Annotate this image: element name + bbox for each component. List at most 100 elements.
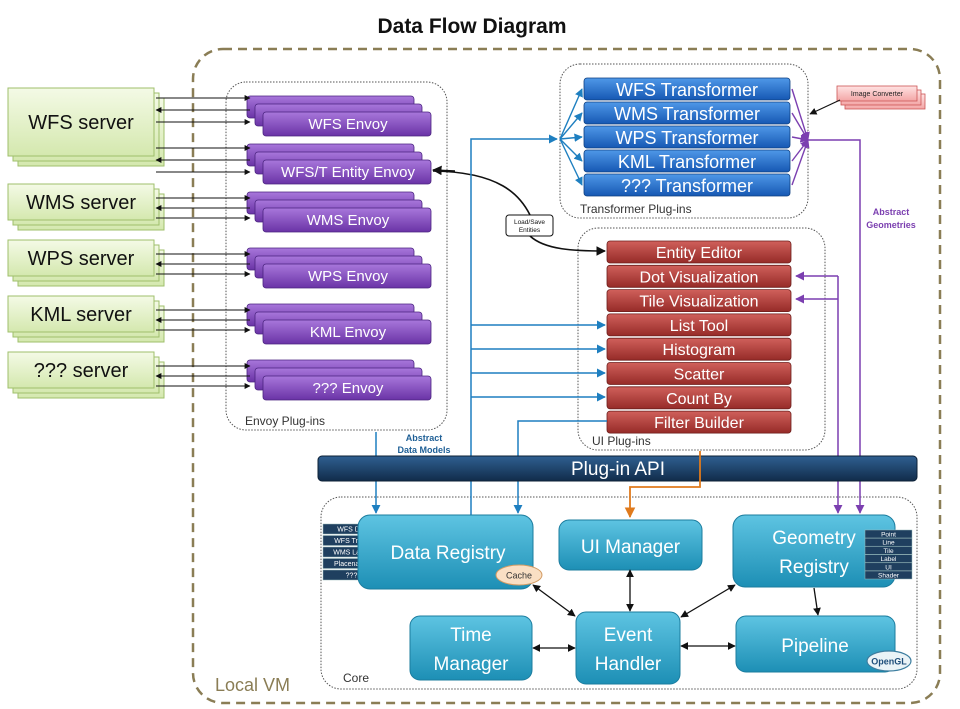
plugin-api-bar: Plug-in API: [317, 455, 918, 482]
local-vm-label: Local VM: [215, 675, 290, 695]
event-handler-box[interactable]: Event Handler: [575, 611, 681, 685]
geometry-registry-item-label: Line: [882, 540, 895, 547]
pipeline-box[interactable]: Pipeline OpenGL: [735, 615, 912, 673]
server-4[interactable]: ??? server: [7, 351, 165, 399]
geometry-registry-item-label: Label: [881, 556, 897, 563]
data-registry-item-label: WFS Track: [334, 538, 369, 545]
ui-tool-6[interactable]: Count By: [606, 386, 792, 410]
cache-badge: [495, 564, 543, 586]
envoy-label: WMS Envoy: [307, 212, 390, 229]
event-handler-label-2: Handler: [595, 654, 662, 675]
server-label: KML server: [30, 304, 132, 326]
transformer-3[interactable]: KML Transformer: [583, 149, 791, 173]
geometry-registry-item: Label: [864, 554, 913, 563]
server-0[interactable]: WFS server: [7, 87, 165, 167]
envoy-label: ??? Envoy: [313, 380, 384, 397]
envoy-label: WPS Envoy: [308, 268, 389, 285]
envoy-1[interactable]: WFS/T Entity Envoy: [246, 143, 432, 185]
ui-tool-label: Filter Builder: [654, 415, 744, 432]
geometry-registry-item: Line: [864, 537, 913, 547]
envoy-label: KML Envoy: [310, 324, 387, 341]
geometry-registry-item-label: UI: [885, 564, 892, 571]
data-registry-box[interactable]: Data Registry Cache: [357, 514, 543, 590]
server-envoy-arrows: [155, 95, 251, 389]
opengl-badge: [866, 650, 912, 672]
ui-tool-2[interactable]: Tile Visualization: [606, 289, 792, 313]
server-label: ??? server: [34, 360, 129, 382]
ui-tool-label: Dot Visualization: [640, 269, 759, 286]
opengl-label: OpenGL: [871, 657, 907, 667]
entity-envoy-editor-arrow: [432, 170, 605, 251]
geometry-registry-item-label: Shader: [878, 573, 900, 580]
server-label: WPS server: [28, 248, 135, 270]
transformer-label: WFS Transformer: [616, 80, 758, 100]
ui-manager-label: UI Manager: [581, 537, 681, 558]
plugin-api-label: Plug-in API: [571, 459, 665, 480]
envoy-2[interactable]: WMS Envoy: [246, 191, 432, 233]
ui-tool-label: Entity Editor: [656, 245, 743, 262]
transformer-label: ??? Transformer: [621, 176, 753, 196]
image-converter-arrow: [809, 99, 841, 115]
ui-manager-box[interactable]: UI Manager: [558, 519, 703, 571]
core-label: Core: [343, 671, 369, 685]
transformer-4[interactable]: ??? Transformer: [583, 173, 791, 197]
envoy-0[interactable]: WFS Envoy: [246, 95, 432, 137]
entity-envoy-arrow-head: [432, 165, 456, 176]
transformer-fan-in-arrows: [559, 88, 583, 186]
transformer-plugins-label: Transformer Plug-ins: [580, 202, 692, 216]
data-registry-item-label: ???: [346, 573, 358, 580]
server-2[interactable]: WPS server: [7, 239, 165, 287]
data-registry-flow-arrows: [371, 134, 607, 515]
server-label: WFS server: [28, 112, 134, 134]
geometry-registry-item: UI: [864, 562, 913, 571]
envoy-5[interactable]: ??? Envoy: [246, 359, 432, 401]
abstract-data-models-label-1: Abstract: [406, 433, 443, 443]
ui-tool-7[interactable]: Filter Builder: [606, 410, 792, 434]
ui-tool-0[interactable]: Entity Editor: [606, 240, 792, 264]
server-label: WMS server: [26, 192, 136, 214]
ui-tool-4[interactable]: Histogram: [606, 337, 792, 361]
envoy-plugins-region: [225, 81, 448, 431]
abstract-data-models-label-2: Data Models: [397, 445, 450, 455]
envoy-4[interactable]: KML Envoy: [246, 303, 432, 345]
data-registry-item-label: WMS Layer: [333, 550, 370, 557]
ui-tool-5[interactable]: Scatter: [606, 362, 792, 385]
data-registry-item-label: WFS Dot: [337, 527, 365, 534]
event-handler-label-1: Event: [604, 625, 653, 646]
transformer-fan-out-arrows: [791, 88, 810, 186]
cache-label: Cache: [506, 571, 532, 581]
transformer-1[interactable]: WMS Transformer: [583, 101, 791, 125]
data-registry-label: Data Registry: [390, 543, 506, 564]
ui-manager-flow-arrow: [624, 451, 701, 519]
envoy-label: WFS/T Entity Envoy: [281, 164, 415, 181]
envoy-plugins-label: Envoy Plug-ins: [245, 414, 325, 428]
envoy-3[interactable]: WPS Envoy: [246, 247, 432, 289]
ui-plugins-label: UI Plug-ins: [592, 434, 651, 448]
time-manager-label-2: Manager: [434, 654, 510, 675]
core-arrows: [532, 569, 821, 652]
ui-tool-label: Histogram: [663, 342, 736, 359]
geometry-registry-item-label: Point: [881, 532, 896, 539]
geometry-registry-item: Tile: [864, 546, 913, 555]
image-converter-label: Image Converter: [851, 91, 904, 98]
abstract-geometries-label-2: Geometries: [866, 220, 916, 230]
ui-tool-3[interactable]: List Tool: [606, 313, 792, 337]
transformer-2[interactable]: WPS Transformer: [583, 125, 791, 149]
geometry-registry-item: Point: [864, 529, 913, 539]
time-manager-box[interactable]: Time Manager: [409, 615, 533, 681]
image-converter[interactable]: Image Converter: [836, 85, 926, 110]
geometry-registry-box[interactable]: Geometry Registry: [732, 514, 896, 588]
pipeline-label: Pipeline: [781, 636, 849, 657]
ui-tool-label: Scatter: [674, 367, 725, 384]
ui-tool-label: Count By: [666, 391, 732, 408]
geometry-registry-item-label: Tile: [883, 548, 894, 555]
transformer-0[interactable]: WFS Transformer: [583, 77, 791, 101]
ui-tool-1[interactable]: Dot Visualization: [606, 264, 792, 288]
server-1[interactable]: WMS server: [7, 183, 165, 231]
core-region: [320, 496, 918, 690]
transformer-label: KML Transformer: [618, 152, 756, 172]
transformer-label: WMS Transformer: [614, 104, 760, 124]
server-3[interactable]: KML server: [7, 295, 165, 343]
